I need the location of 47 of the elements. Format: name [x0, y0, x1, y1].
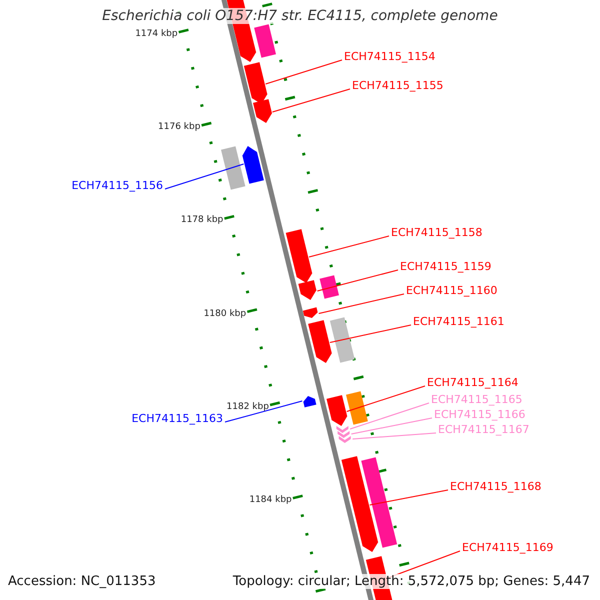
- scale-label: 1184 kbp: [249, 495, 292, 506]
- chevron-mark: [338, 431, 350, 438]
- accession-text: Accession: NC_011353: [8, 574, 156, 589]
- leader-line: [164, 164, 244, 190]
- scale-label: 1174 kbp: [135, 29, 178, 40]
- gene-feature: [302, 307, 318, 318]
- gene-label: ECH74115_1158: [391, 226, 482, 239]
- leader-line: [224, 400, 303, 422]
- scale-label: 1180 kbp: [204, 308, 246, 320]
- gene-feature: [242, 146, 264, 184]
- leader-line: [352, 432, 436, 440]
- leader-line: [272, 88, 350, 112]
- gene-label: ECH74115_1168: [450, 480, 542, 493]
- chevron-mark: [338, 436, 351, 443]
- gene-feature: [341, 456, 378, 552]
- gene-label: ECH74115_1164: [427, 376, 518, 389]
- leader-line: [316, 270, 398, 292]
- gene-feature: [253, 99, 272, 123]
- leader-line: [346, 386, 426, 412]
- chevron-mark: [336, 426, 348, 433]
- scale-label: 1182 kbp: [226, 402, 269, 413]
- gene-label: ECH74115_1160: [406, 284, 498, 297]
- gene-label: ECH74115_1169: [462, 541, 554, 554]
- gene-label: ECH74115_1166: [434, 408, 526, 421]
- gene-label: ECH74115_1155: [352, 79, 444, 92]
- gene-feature: [326, 395, 348, 426]
- scale-label: 1178 kbp: [180, 215, 224, 226]
- gene-feature: [308, 320, 332, 363]
- leader-line: [265, 60, 342, 84]
- gene-label: ECH74115_1163: [132, 412, 223, 425]
- gene-label: ECH74115_1154: [344, 50, 436, 63]
- leader-line: [350, 402, 430, 430]
- gene-label: ECH74115_1159: [400, 260, 492, 273]
- gene-label: ECH74115_1161: [413, 315, 504, 328]
- scale-label: 1176 kbp: [158, 122, 200, 134]
- leader-line: [318, 294, 404, 314]
- gene-label: ECH74115_1167: [438, 423, 530, 436]
- title: Escherichia coli O157:H7 str. EC4115, complete genome: [100, 8, 500, 24]
- leader-line: [329, 324, 412, 343]
- gene-label: ECH74115_1156: [72, 179, 163, 192]
- gene-feature: [298, 280, 316, 300]
- summary-text: Topology: circular; Length: 5,572,075 bp; Genes: 5,447: [232, 574, 590, 589]
- gene-label: ECH74115_1165: [431, 393, 522, 406]
- leader-line: [369, 490, 448, 506]
- gene-feature: [303, 396, 316, 408]
- leader-line: [308, 236, 390, 258]
- leader-line: [350, 418, 432, 434]
